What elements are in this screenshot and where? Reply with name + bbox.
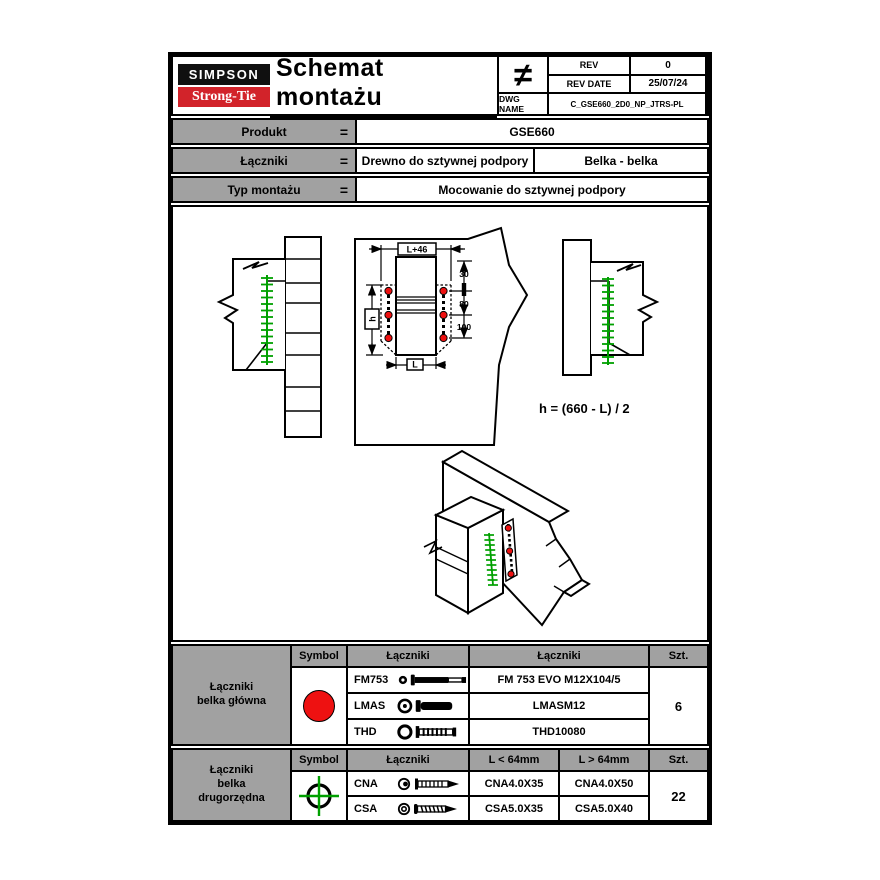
fasteners-label-cell: Łączniki = xyxy=(173,149,355,172)
fastener-code-cell: THD xyxy=(348,720,468,744)
col-header-symbol: Symbol xyxy=(292,646,346,666)
equals-sign: = xyxy=(339,181,348,198)
table-row-label: Łączniki belka główna xyxy=(173,646,290,744)
svg-text:L: L xyxy=(412,360,418,370)
product-label-cell: Produkt = xyxy=(173,120,355,143)
fasteners-value-1: Drewno do sztywnej podpory xyxy=(357,149,533,172)
screw-marks-left xyxy=(261,275,273,365)
rev-value: 0 xyxy=(631,57,705,74)
svg-text:80: 80 xyxy=(459,299,469,309)
bolt-marks-iso xyxy=(504,524,515,578)
break-symbol xyxy=(423,539,443,555)
screw-marks-right xyxy=(602,277,614,365)
col-header-fasteners: Łączniki xyxy=(348,646,468,666)
side-view-left xyxy=(216,236,322,438)
dim-width-bottom: L xyxy=(386,357,446,371)
dwg-name-value: C_GSE660_2D0_NP_JTRS-PL xyxy=(549,94,705,114)
screw-marks-iso xyxy=(484,532,498,586)
height-formula: h = (660 - L) / 2 xyxy=(539,401,630,416)
dim-offsets: 30 80 100 xyxy=(449,260,472,339)
fastener-long-cell: CSA5.0X40 xyxy=(560,797,648,820)
title-block: SIMPSON Strong-Tie Schemat montażu ≠ REV… xyxy=(171,54,709,118)
bolt-marks xyxy=(384,286,448,343)
col-header-qty: Szt. xyxy=(650,646,707,666)
col-header-fasteners: Łączniki xyxy=(348,750,468,770)
dim-height: h xyxy=(364,284,383,356)
page-title: Schemat montażu xyxy=(270,54,497,118)
fasteners-value-2: Belka - belka xyxy=(535,149,707,172)
ring-threaded-rod-icon xyxy=(397,724,457,740)
crosshair-circle-icon xyxy=(299,776,339,816)
main-beam-qty: 6 xyxy=(650,668,707,744)
secondary-beam-symbol-cell xyxy=(292,772,346,820)
fastener-short-cell: CNA4.0X35 xyxy=(470,772,558,795)
col-header-fasteners2: Łączniki xyxy=(470,646,648,666)
projection-symbol-icon: ≠ xyxy=(499,57,547,92)
info-row-product: Produkt = GSE660 xyxy=(171,118,709,145)
rev-label: REV xyxy=(549,57,629,74)
secondary-beam-fastener-table: Łączniki belka drugorzędna Symbol Łączni… xyxy=(171,748,709,822)
fastener-name-cell: FM 753 EVO M12X104/5 xyxy=(470,668,648,692)
technical-drawing-area: L+46 h L xyxy=(171,205,709,642)
red-circle-icon xyxy=(303,690,335,722)
svg-text:30: 30 xyxy=(459,269,469,279)
technical-drawing-svg: L+46 h L xyxy=(216,226,660,627)
fastener-code-cell: CNA xyxy=(348,772,468,795)
fastener-code-cell: FM753 xyxy=(348,668,468,692)
col-header-long-length: L > 64mm xyxy=(560,750,648,770)
logo-simpson: SIMPSON xyxy=(178,64,270,85)
col-header-qty: Szt. xyxy=(650,750,707,770)
mount-type-label-cell: Typ montażu = xyxy=(173,178,355,201)
assembly-drawing-sheet: SIMPSON Strong-Tie Schemat montażu ≠ REV… xyxy=(168,52,712,825)
fastener-name-cell: LMASM12 xyxy=(470,694,648,718)
main-beam-fastener-table: Łączniki belka główna Symbol Łączniki Łą… xyxy=(171,644,709,746)
rev-date-label: REV DATE xyxy=(549,75,629,92)
dim-width-top: L+46 xyxy=(369,242,465,281)
mount-type-value: Mocowanie do sztywnej podpory xyxy=(357,178,707,201)
main-beam-symbol-cell xyxy=(292,668,346,744)
secondary-beam-qty: 22 xyxy=(650,772,707,820)
fastener-code-cell: LMAS xyxy=(348,694,468,718)
equals-sign: = xyxy=(339,152,348,169)
screw-icon xyxy=(397,802,457,815)
svg-text:h: h xyxy=(368,316,378,322)
col-header-symbol: Symbol xyxy=(292,750,346,770)
fastener-short-cell: CSA5.0X35 xyxy=(470,797,558,820)
side-view-right xyxy=(562,239,660,376)
front-view: L+46 h L xyxy=(354,226,529,446)
fastener-code-cell: CSA xyxy=(348,797,468,820)
svg-text:L+46: L+46 xyxy=(407,245,428,255)
svg-text:100: 100 xyxy=(457,322,471,332)
info-row-fasteners: Łączniki = Drewno do sztywnej podpory Be… xyxy=(171,147,709,174)
info-row-mount-type: Typ montażu = Mocowanie do sztywnej podp… xyxy=(171,176,709,203)
fastener-name-cell: THD10080 xyxy=(470,720,648,744)
isometric-view xyxy=(423,449,591,627)
nail-icon xyxy=(397,777,459,790)
fastener-long-cell: CNA4.0X50 xyxy=(560,772,648,795)
ring-bolt-icon xyxy=(397,698,453,714)
logo-strongtie: Strong-Tie xyxy=(178,87,270,107)
table-row-label: Łączniki belka drugorzędna xyxy=(173,750,290,820)
simpson-strongtie-logo: SIMPSON Strong-Tie xyxy=(173,57,270,114)
break-symbol xyxy=(616,263,642,272)
dwg-name-label: DWG NAME xyxy=(499,94,547,114)
rev-date-value: 25/07/24 xyxy=(631,75,705,92)
col-header-short-length: L < 64mm xyxy=(470,750,558,770)
equals-sign: = xyxy=(339,123,348,140)
product-value: GSE660 xyxy=(357,120,707,143)
revision-table: ≠ REV 0 REV DATE 25/07/24 DWG NAME C_GSE… xyxy=(497,57,707,114)
washer-bolt-icon xyxy=(398,674,467,686)
break-symbol xyxy=(242,261,269,270)
